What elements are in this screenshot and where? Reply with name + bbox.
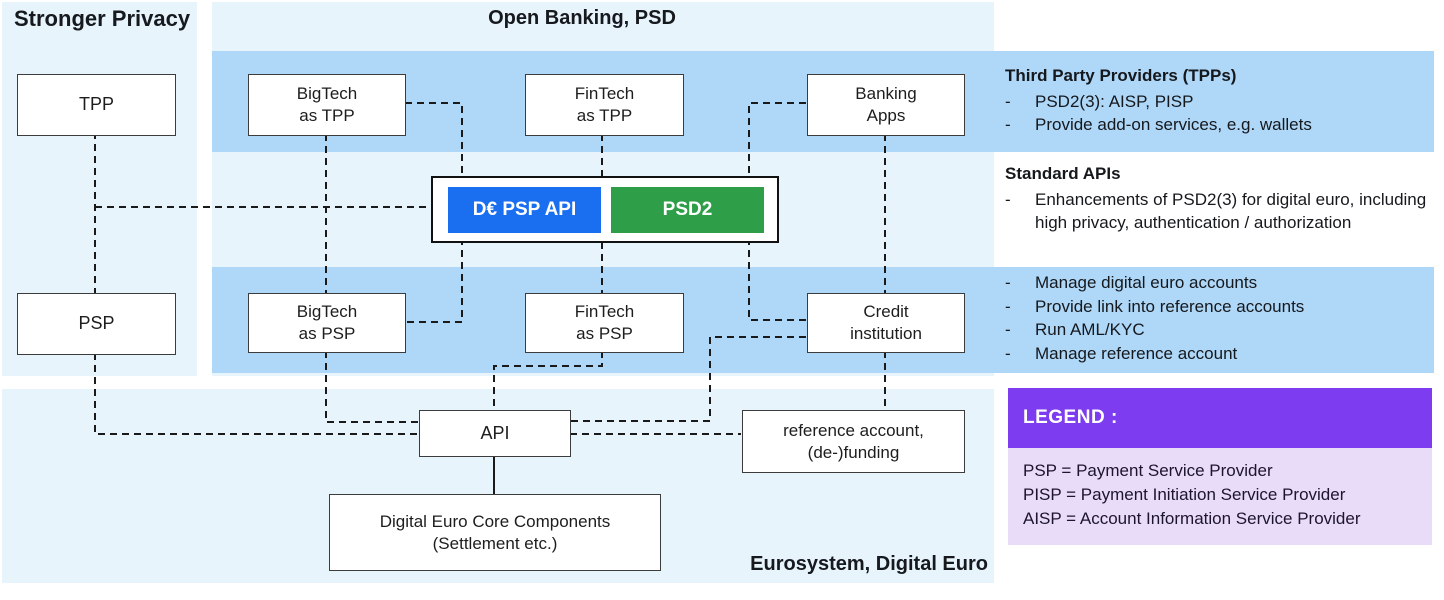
psp-annotation-bullet: Manage reference account [1005,342,1435,366]
stronger-privacy-title: Stronger Privacy [14,6,191,31]
node-bigtech-as-tpp-line1: BigTech [296,84,358,104]
psp-annotation-bullet-text: Provide link into reference accounts [1035,296,1305,316]
standard-apis-header: Standard APIs [1005,164,1121,183]
node-reference-account-line2: (de-)funding [807,442,900,462]
standard-apis-annotation-block: Standard APIs Enhancements of PSD2(3) fo… [1005,162,1441,235]
edge-bigtechpsp-api [325,351,418,423]
bullet-dash [1005,113,1035,137]
node-tpp-label: TPP [78,94,114,115]
node-bigtech-as-tpp: BigTech as TPP [248,74,406,136]
tpp-annotation-bullet: Provide add-on services, e.g. wallets [1005,113,1435,137]
node-bigtech-as-psp-line2: as PSP [298,324,356,343]
node-core-components-line1: Digital Euro Core Components [379,511,611,531]
psp-annotation-bullet: Manage digital euro accounts [1005,271,1435,295]
psp-annotation-bullet: Provide link into reference accounts [1005,295,1435,319]
node-api-label: API [480,422,510,443]
node-reference-account-line1: reference account, [783,420,924,440]
node-core-components: Digital Euro Core Components (Settlement… [329,494,661,571]
psp-annotation-bullet: Run AML/KYC [1005,318,1435,342]
edge-psp-api [94,353,418,435]
node-banking-apps: Banking Apps [807,74,965,136]
edge-bankingapps-credit [748,102,806,321]
legend: LEGEND : PSP = Payment Service Provider … [1008,388,1432,545]
node-bigtech-as-psp: BigTech as PSP [248,293,406,353]
node-bigtech-as-tpp-line2: as TPP [299,106,355,125]
bullet-dash [1005,342,1035,366]
node-banking-apps-line1: Banking [855,84,917,104]
legend-line-psp: PSP = Payment Service Provider [1023,461,1273,480]
api-standards-frame: D€ PSP API PSD2 [431,176,779,243]
tpp-annotation-bullet: PSD2(3): AISP, PISP [1005,90,1435,114]
psp-annotation-bullet-text: Manage digital euro accounts [1035,273,1258,292]
tpp-annotation-bullet-text: PSD2(3): AISP, PISP [1035,91,1194,111]
node-psp: PSP [17,293,176,355]
node-tpp: TPP [17,74,176,136]
bullet-dash [1005,188,1035,235]
psd2-pill: PSD2 [611,187,764,233]
tpp-annotation-block: Third Party Providers (TPPs) PSD2(3): AI… [1005,64,1435,137]
legend-header: LEGEND : [1008,388,1432,448]
psp-annotation-bullet-text: Run AML/KYC [1035,320,1145,339]
node-fintech-as-psp-line1: FinTech [574,302,635,322]
node-core-components-line2: (Settlement etc.) [432,533,558,553]
edge-bigtech-deapi-loop [405,102,463,323]
node-bigtech-as-psp-line1: BigTech [296,302,358,322]
node-fintech-as-tpp-line2: as TPP [576,106,633,125]
node-psp-label: PSP [78,313,115,334]
legend-line-aisp: AISP = Account Information Service Provi… [1023,509,1361,528]
node-credit-institution: Credit institution [807,293,965,353]
de-psp-api-pill: D€ PSP API [448,187,601,233]
node-credit-institution-line1: Credit [863,302,909,322]
node-credit-institution-line2: institution [850,324,922,343]
edge-fintechpsp-api [493,351,603,409]
node-fintech-as-tpp: FinTech as TPP [525,74,684,136]
tpp-annotation-header: Third Party Providers (TPPs) [1005,66,1237,85]
node-reference-account: reference account, (de-)funding [742,410,965,473]
bullet-dash [1005,295,1035,319]
node-fintech-as-psp-line2: as PSP [576,324,633,343]
bullet-dash [1005,271,1035,295]
node-fintech-as-tpp-line1: FinTech [574,84,635,104]
node-banking-apps-line2: Apps [866,106,906,125]
node-api: API [419,410,571,457]
edge-credit-api [570,336,806,422]
node-fintech-as-psp: FinTech as PSP [525,293,684,353]
legend-line-pisp: PISP = Payment Initiation Service Provid… [1023,485,1346,504]
psp-annotation-block: Manage digital euro accounts Provide lin… [1005,271,1435,365]
psp-annotation-bullet-text: Manage reference account [1035,343,1238,363]
standard-apis-bullet-text: Enhancements of PSD2(3) for digital euro… [1035,189,1427,233]
standard-apis-bullet: Enhancements of PSD2(3) for digital euro… [1005,188,1441,235]
legend-body: PSP = Payment Service Provider PISP = Pa… [1008,448,1432,545]
bullet-dash [1005,318,1035,342]
eurosystem-title: Eurosystem, Digital Euro [750,553,988,575]
tpp-annotation-bullet-text: Provide add-on services, e.g. wallets [1035,115,1312,134]
open-banking-title: Open Banking, PSD [488,7,676,29]
bullet-dash [1005,90,1035,114]
